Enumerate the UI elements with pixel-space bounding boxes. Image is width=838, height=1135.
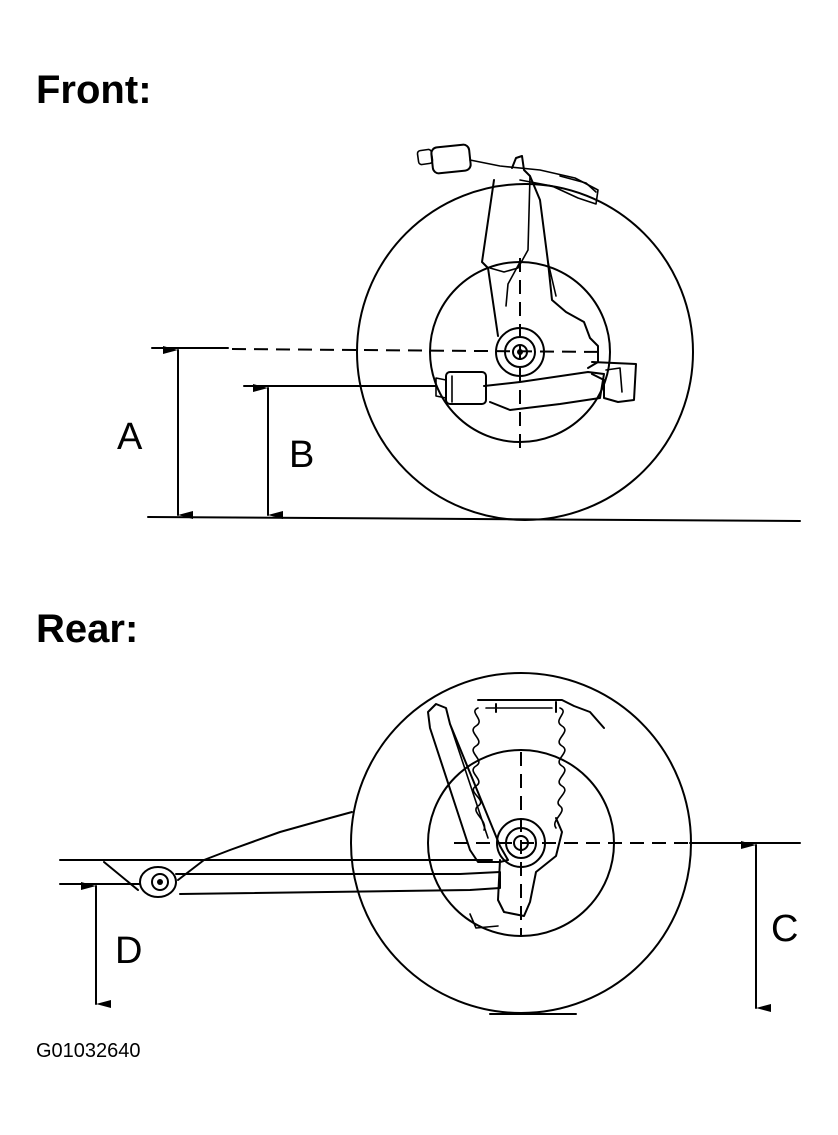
front-section-heading: Front: (36, 68, 152, 112)
front-strut-assembly (416, 143, 599, 369)
dimension-label-d: D (115, 930, 143, 972)
front-dim-a-dashed-line (231, 348, 607, 353)
dimension-label-a: A (117, 416, 143, 458)
front-view (147, 143, 801, 522)
rear-trailing-arm (59, 811, 501, 898)
rear-bushing-icon (139, 866, 177, 898)
front-lower-arm (435, 361, 637, 411)
rear-spring-assembly (427, 699, 605, 929)
rear-view (59, 672, 801, 1015)
figure-id-caption: G01032640 (36, 1040, 141, 1062)
dimension-label-c: C (771, 908, 799, 950)
dimension-label-b: B (289, 434, 315, 476)
front-tire-outer (356, 183, 694, 521)
rear-section-heading: Rear: (36, 607, 139, 651)
front-ground-line (147, 516, 801, 522)
